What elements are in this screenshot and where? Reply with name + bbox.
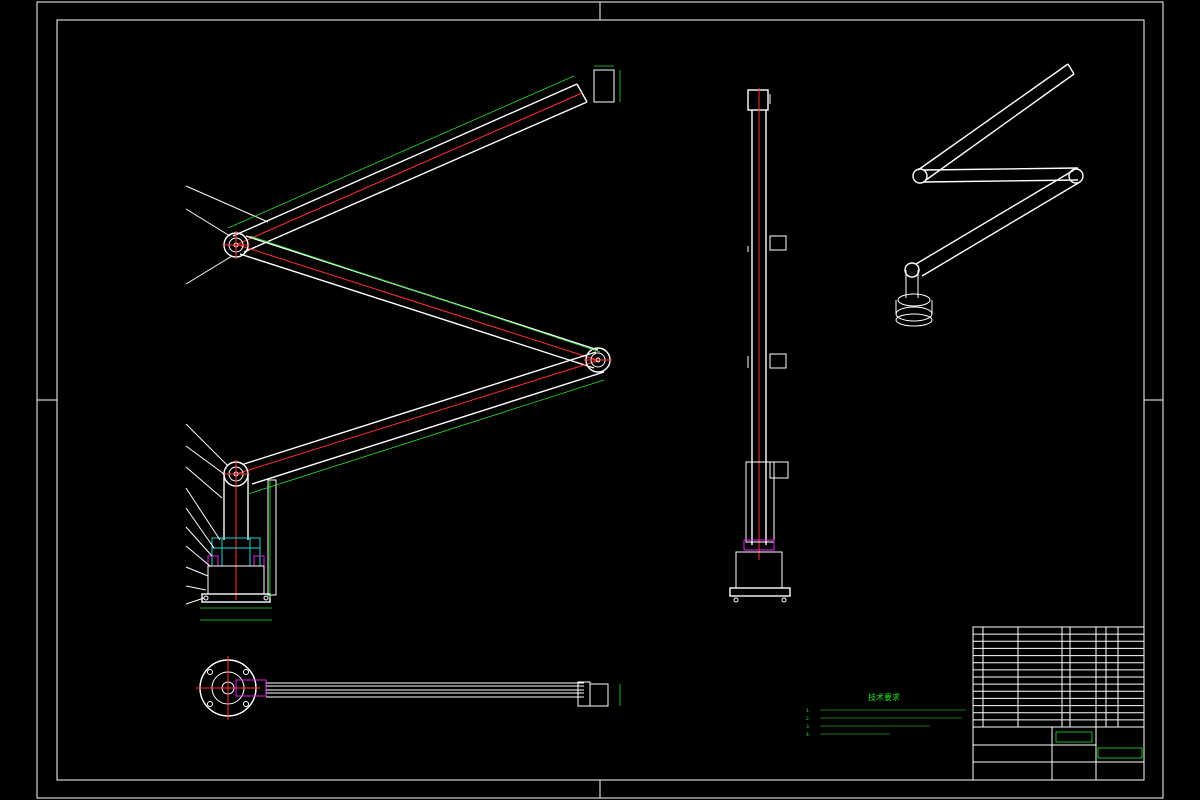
tech-requirement-2: 2. — [806, 716, 810, 722]
lower-arm-link — [235, 351, 605, 485]
sheet-border — [36, 1, 1164, 799]
tech-requirement-3: 3. — [806, 724, 810, 730]
front-view — [185, 65, 621, 621]
shoulder-joint — [222, 231, 250, 259]
elbow-joint — [584, 347, 612, 373]
tech-requirements-title: 技术要求 — [868, 692, 900, 702]
parts-list-table — [972, 626, 1145, 728]
support-column — [223, 460, 277, 600]
top-view — [196, 656, 621, 720]
part-leaders — [185, 185, 269, 605]
front-view-dimensions — [200, 65, 621, 621]
middle-arm-link — [237, 235, 599, 369]
tech-requirement-4: 4. — [806, 732, 810, 738]
tech-requirement-1: 1. — [806, 708, 810, 714]
technical-requirements-notes: 技术要求 1. 2. 3. 4. — [806, 692, 966, 738]
upper-arm-link — [232, 83, 588, 253]
title-block — [972, 726, 1145, 781]
gear-housing-section — [201, 537, 271, 603]
isometric-view — [895, 63, 1084, 327]
side-view — [729, 88, 791, 603]
